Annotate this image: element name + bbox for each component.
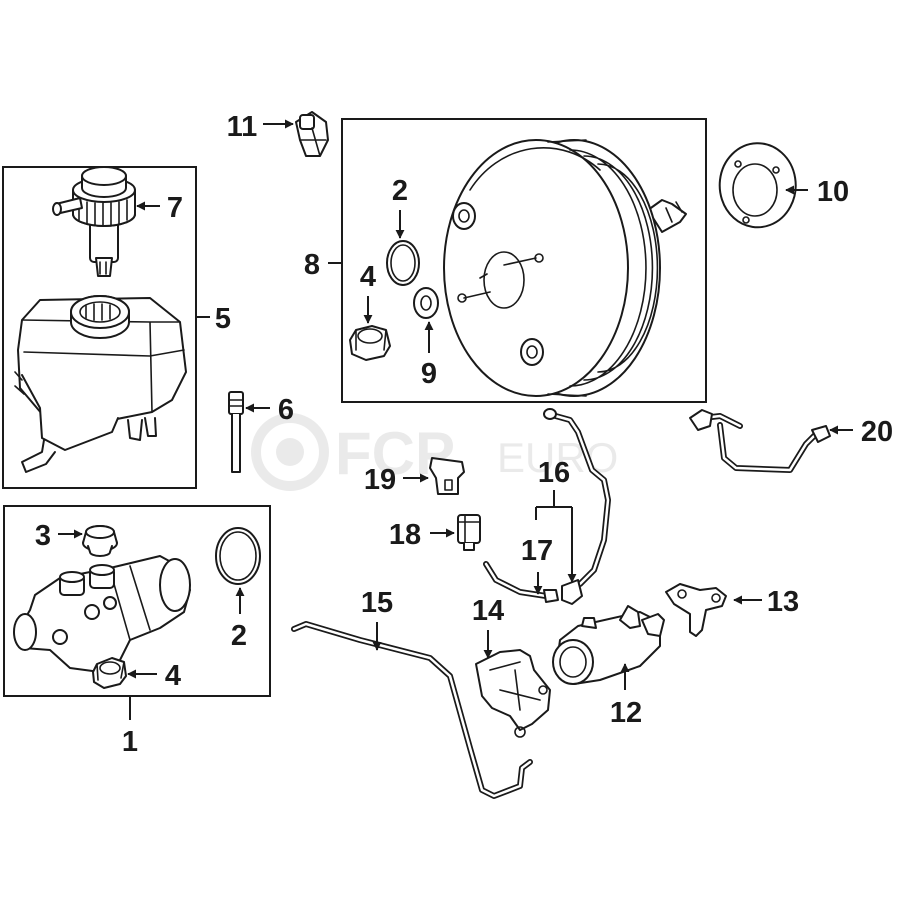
callout-13: 13 [767,586,799,618]
vacuum-pump [552,605,665,685]
booster-vacuum-sensor [295,111,329,157]
booster-mounting-nut [349,325,391,361]
callout-15: 15 [361,587,393,619]
brake-master-cylinder [13,555,191,673]
booster-seal-washer [413,287,439,319]
leader-16-bracket [535,490,573,578]
callout-18: 18 [389,519,421,551]
vacuum-sensor-connector [457,514,481,551]
vacuum-tube [543,408,611,605]
booster-gasket [718,142,797,229]
vacuum-line-clip [429,457,465,495]
reservoir-grommet [82,525,118,557]
callout-8: 8 [304,249,320,281]
callout-6: 6 [278,394,294,426]
master-cylinder-group-box [3,505,271,697]
callout-4b: 4 [360,261,376,293]
callout-17: 17 [521,535,553,567]
master-cylinder-o-ring-inner [219,531,257,581]
callout-4a: 4 [165,660,181,692]
callout-2a: 2 [392,175,408,207]
vacuum-hose-short [483,561,559,603]
callout-19: 19 [364,464,396,496]
callout-9: 9 [421,358,437,390]
reservoir-cap [52,166,136,277]
callout-11: 11 [227,111,258,143]
callout-12: 12 [610,697,642,729]
master-cylinder-nut [92,657,127,689]
brake-booster-group-box [341,118,707,403]
callout-20: 20 [861,416,893,448]
vacuum-pipe-long [291,621,533,799]
pump-mounting-bracket [665,583,727,637]
vacuum-hose-assembly [689,409,831,473]
booster-o-ring-inner [390,244,416,282]
booster-o-ring [386,240,420,286]
brake-booster [443,139,687,397]
vacuum-pump-bracket [475,649,551,738]
callout-1: 1 [122,726,138,758]
callout-7: 7 [167,192,183,224]
callout-5: 5 [215,303,231,335]
callout-16: 16 [538,457,570,489]
fluid-level-sensor [228,391,244,473]
brake-fluid-reservoir [14,295,187,473]
callout-10: 10 [817,176,849,208]
callout-3: 3 [35,520,51,552]
callout-2b: 2 [231,620,247,652]
booster-seal-washer-hole [420,295,432,311]
callout-14: 14 [472,595,504,627]
master-cylinder-o-ring [215,527,261,585]
